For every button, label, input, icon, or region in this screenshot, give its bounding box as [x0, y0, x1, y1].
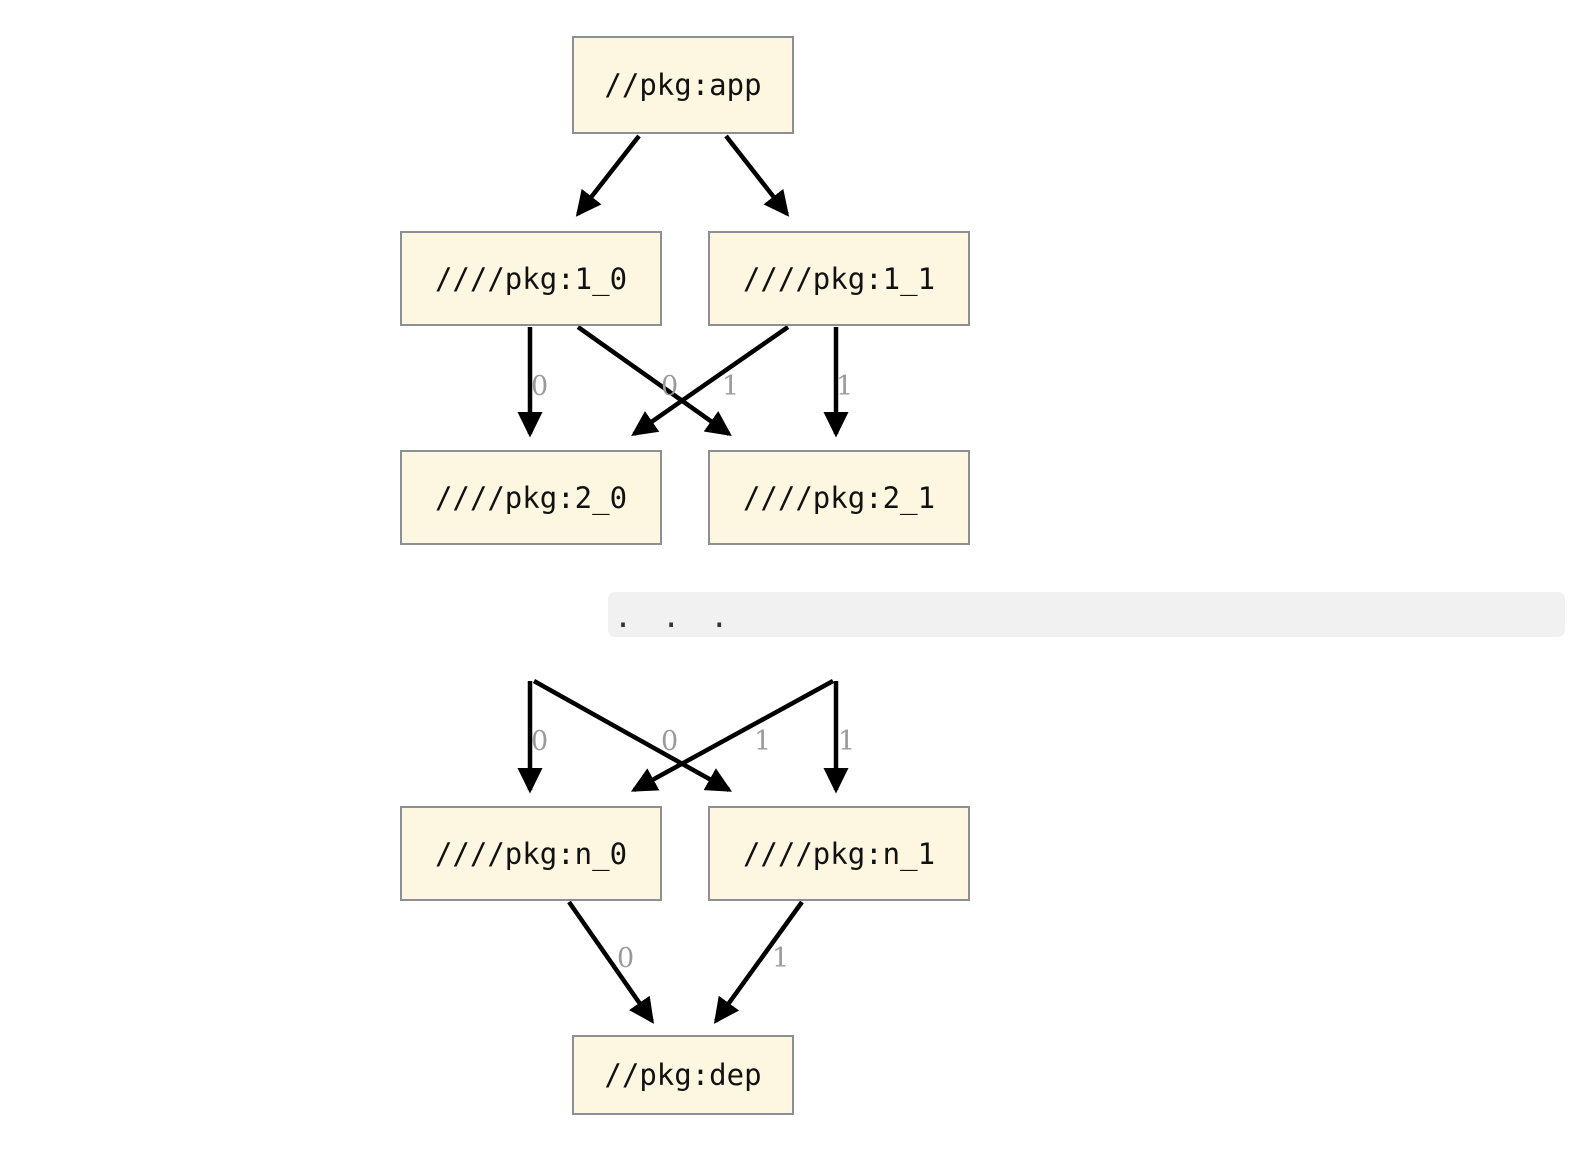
node-pkg-n_0[interactable]: ////pkg:n_0 [400, 806, 662, 901]
ellipsis-text: . . . [614, 600, 735, 635]
node-label: //pkg:app [604, 68, 762, 102]
edge-label: 1 [722, 373, 739, 400]
node-dep[interactable]: //pkg:dep [572, 1035, 794, 1115]
edge-n_0-to-dep [567, 900, 654, 1024]
ellipsis-band: . . . [608, 592, 1565, 637]
node-label: ////pkg:2_1 [742, 480, 936, 515]
node-label: ////pkg:n_0 [434, 836, 628, 871]
edge-label: 1 [838, 728, 855, 755]
edge-label-text: 0 [531, 371, 549, 402]
edge-label-text: 0 [661, 726, 679, 757]
edge-n_1-to-dep [713, 900, 804, 1024]
edge-label: 0 [531, 728, 548, 755]
edge-label: 1 [754, 728, 771, 755]
edge-label: 0 [661, 373, 678, 400]
edge-app-to-1_0 [575, 134, 641, 217]
edge-label-text: 1 [722, 371, 740, 402]
edge-label-text: 1 [772, 943, 790, 974]
edge-label-text: 0 [531, 726, 549, 757]
node-pkg-2_1[interactable]: ////pkg:2_1 [708, 450, 970, 545]
edge-label-text: 1 [754, 726, 772, 757]
node-pkg-1_0[interactable]: ////pkg:1_0 [400, 231, 662, 326]
node-label: //pkg:dep [604, 1058, 762, 1092]
edge-above-to-n_0-diagonal [630, 679, 835, 792]
edge-1_0-to-2_1 [576, 325, 732, 437]
edge-label: 0 [531, 373, 548, 400]
edge-label: 0 [617, 945, 634, 972]
edge-1_1-to-2_0 [631, 325, 790, 436]
edge-label-text: 0 [617, 943, 635, 974]
edge-label-text: 0 [661, 371, 679, 402]
node-pkg-n_1[interactable]: ////pkg:n_1 [708, 806, 970, 901]
node-label: ////pkg:1_1 [742, 261, 936, 296]
edge-label-text: 1 [838, 726, 856, 757]
node-label: ////pkg:2_0 [434, 480, 628, 515]
edge-label: 0 [661, 728, 678, 755]
edge-above-to-n_1-diagonal [532, 679, 733, 792]
node-label: ////pkg:1_0 [434, 261, 628, 296]
node-pkg-1_1[interactable]: ////pkg:1_1 [708, 231, 970, 326]
edge-label: 1 [772, 945, 789, 972]
edge-label-text: 1 [836, 371, 854, 402]
edge-label: 1 [836, 373, 853, 400]
node-pkg-2_0[interactable]: ////pkg:2_0 [400, 450, 662, 545]
node-label: ////pkg:n_1 [742, 836, 936, 871]
edge-app-to-1_1 [724, 134, 790, 217]
node-app[interactable]: //pkg:app [572, 36, 794, 134]
